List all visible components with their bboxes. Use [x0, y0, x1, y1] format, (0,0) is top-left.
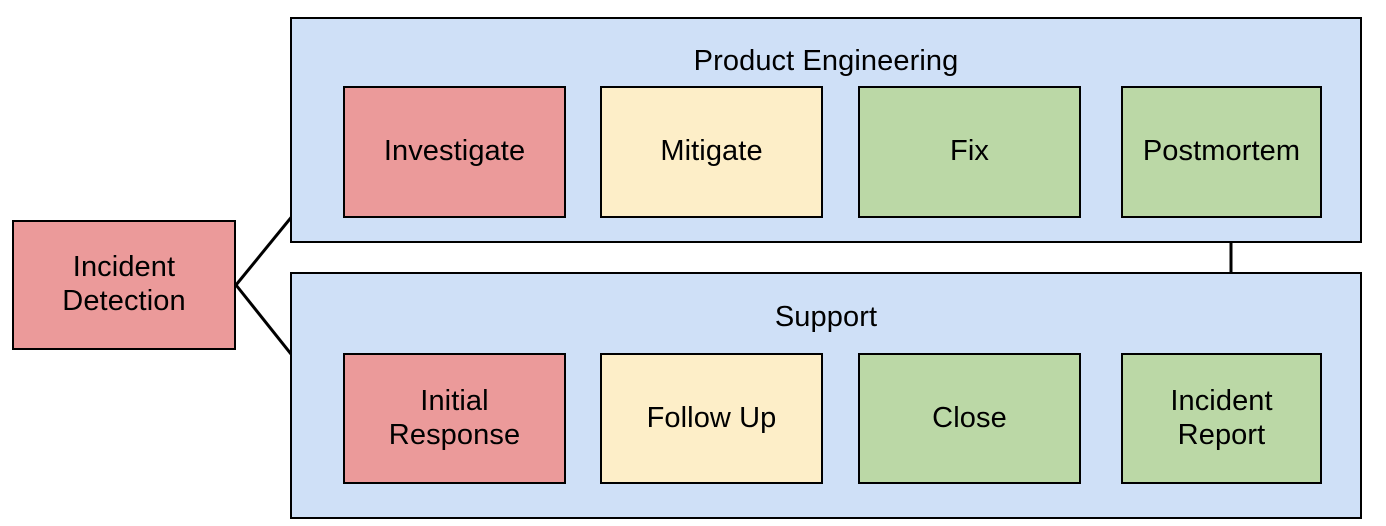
pool-title-support: Support — [774, 301, 878, 333]
node-close[interactable]: Close — [858, 353, 1081, 484]
node-postmortem[interactable]: Postmortem — [1121, 86, 1322, 218]
node-follow-up[interactable]: Follow Up — [600, 353, 823, 484]
node-initial-response[interactable]: Initial Response — [343, 353, 566, 484]
node-fix[interactable]: Fix — [858, 86, 1081, 218]
node-incident-detection[interactable]: Incident Detection — [12, 220, 236, 350]
node-incident-report[interactable]: Incident Report — [1121, 353, 1322, 484]
pool-title-product-engineering: Product Engineering — [693, 45, 959, 77]
node-mitigate[interactable]: Mitigate — [600, 86, 823, 218]
node-investigate[interactable]: Investigate — [343, 86, 566, 218]
